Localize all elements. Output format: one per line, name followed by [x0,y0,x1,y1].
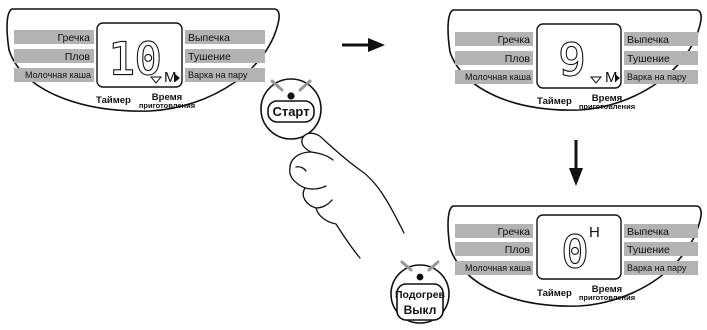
program-field-left-1 [455,32,533,46]
timer-caption: Таймер [96,95,131,106]
program-field-right-3 [624,70,698,84]
program-field-right-1 [624,32,698,46]
right-indicator-icon [615,74,620,82]
program-field-right-2 [624,51,698,65]
cook-time-caption-2: приготовления [139,101,195,110]
program-field-left-2 [455,242,533,256]
program-field-left-1 [14,30,94,44]
warm-off-button[interactable]: Подогрев Выкл [390,260,450,324]
program-label: Плов [505,53,531,65]
program-field-right-3 [624,261,698,275]
program-field-right-1 [624,224,698,238]
program-label: Молочная каша [25,70,91,80]
program-label: Гречка [497,34,530,46]
program-label: Тушение [188,51,231,63]
program-field-left-2 [455,51,533,65]
program-label: Варка на пару [188,70,248,80]
arrow-down-icon [569,140,583,186]
warm-off-label-box [396,283,444,321]
blink-rays-icon [400,260,440,272]
timer-display [536,214,622,280]
blink-rays-icon [270,79,312,92]
program-field-right-2 [185,49,265,63]
start-label-box [267,100,315,123]
display-digits: 9 [559,35,586,86]
arrow-right-icon [342,38,385,52]
display-unit: M [605,69,618,86]
program-label: Тушение [627,244,670,256]
program-field-left-1 [455,224,533,238]
program-field-right-1 [185,30,265,44]
indicator-light-icon [287,92,295,100]
cook-time-caption-1: Время [592,284,622,295]
hand-illustration [289,132,405,259]
program-label: Выпечка [188,32,230,44]
cook-time-caption-1: Время [592,93,622,104]
start-button[interactable]: Старт [260,78,322,140]
program-label: Тушение [627,53,670,65]
program-label: Молочная каша [465,263,531,273]
program-field-left-3 [455,70,533,84]
timer-caption: Таймер [537,96,572,107]
display-digits: 0 [562,227,589,278]
down-indicator-icon [589,76,603,84]
program-label: Варка на пару [627,263,687,273]
cook-time-caption-1: Время [152,92,182,103]
program-label: Гречка [57,32,90,44]
timer-caption: Таймер [537,288,572,299]
program-label: Молочная каша [465,72,531,82]
program-field-right-2 [624,242,698,256]
start-label: Старт [272,104,309,119]
display-unit: M [164,69,177,86]
program-label: Плов [65,51,91,63]
program-label: Выпечка [627,226,669,238]
program-field-left-3 [14,68,94,82]
down-indicator-icon [149,76,163,84]
program-field-left-3 [455,261,533,275]
program-label: Выпечка [627,34,669,46]
cook-time-caption-2: приготовления [579,102,635,111]
off-label: Выкл [404,303,437,317]
program-label: Плов [505,244,531,256]
display-unit: H [589,224,600,241]
warm-label: Подогрев [395,289,446,301]
program-field-right-3 [185,68,265,82]
control-panel-before: Гречка Плов Молочная каша Выпечка Тушени… [6,8,280,112]
indicator-light-icon [416,273,424,281]
timer-display [96,22,183,88]
control-panel-done: Гречка Плов Молочная каша Выпечка Тушени… [447,205,702,307]
timer-display [536,23,622,89]
control-panel-counting: Гречка Плов Молочная каша Выпечка Тушени… [447,9,702,111]
program-label: Гречка [497,226,530,238]
right-indicator-icon [175,74,180,82]
program-field-left-2 [14,49,94,63]
program-label: Варка на пару [627,72,687,82]
cook-time-caption-2: приготовления [579,293,635,302]
